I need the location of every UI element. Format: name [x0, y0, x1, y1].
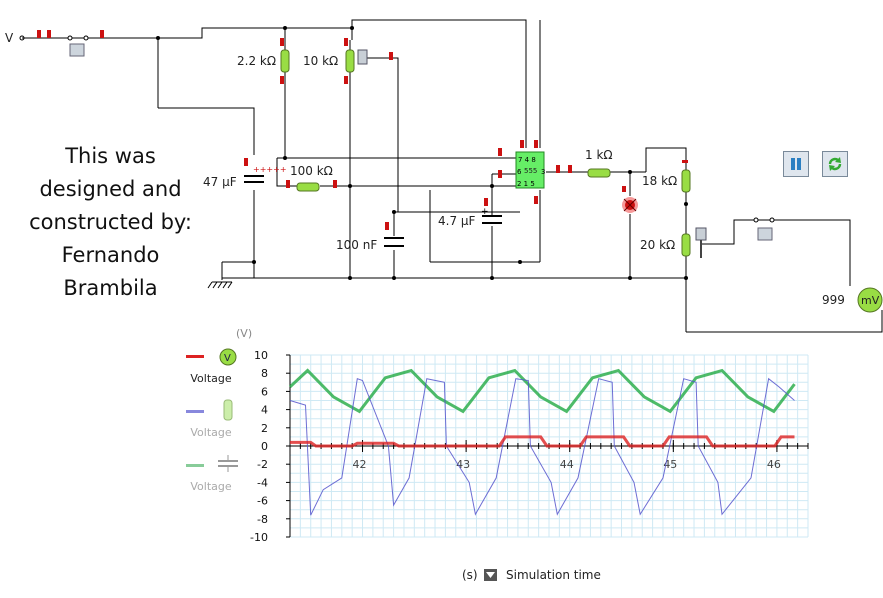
svg-text:3: 3	[541, 168, 545, 176]
led-icon[interactable]	[622, 186, 638, 213]
meter-unit: mV	[861, 294, 880, 307]
credit-line: Brambila	[63, 276, 158, 300]
time-unit: (s)	[462, 568, 478, 582]
series-line-1	[289, 377, 795, 516]
svg-text:2 1 5: 2 1 5	[517, 180, 535, 188]
y-tick-label: 8	[261, 367, 268, 380]
source-label: V	[5, 31, 14, 45]
x-tick-label: 43	[456, 458, 470, 471]
y-tick-label: 10	[254, 349, 268, 362]
legend-label: Voltage	[190, 426, 232, 439]
y-tick-label: -10	[250, 531, 268, 544]
refresh-icon	[828, 157, 842, 171]
x-tick-label: 46	[767, 458, 781, 471]
cap3-label: 4.7 µF	[438, 214, 476, 228]
svg-text:+: +	[481, 207, 489, 217]
credit-line: constructed by:	[29, 210, 192, 234]
cap2-label: 100 nF	[336, 238, 378, 252]
resistor-2k2[interactable]	[280, 38, 290, 84]
resistor-18k[interactable]	[681, 160, 691, 193]
legend-swatch	[186, 410, 204, 413]
y-tick-label: -4	[257, 476, 268, 489]
potentiometer-10k[interactable]	[344, 38, 393, 84]
credit-text: This was designed and constructed by: Fe…	[18, 140, 203, 305]
ic-555[interactable]: 7 4 8 6 3 2 1 5	[498, 140, 545, 204]
meter-value: 999	[822, 293, 845, 307]
potentiometer-20k[interactable]	[681, 227, 707, 258]
cap1-label: 47 µF	[203, 175, 237, 189]
series-line-0	[288, 368, 796, 414]
y-tick-label: 4	[261, 404, 268, 417]
pause-icon	[791, 158, 801, 170]
y-tick-label: -2	[257, 458, 268, 471]
x-tick-label: 45	[663, 458, 677, 471]
svg-text:7 4 8: 7 4 8	[518, 156, 536, 164]
circuit-schematic: +++++ + 7 4 8 6 3 2 1 5	[19, 19, 883, 333]
legend-swatch	[186, 355, 204, 358]
switch-icon[interactable]	[19, 30, 104, 57]
voltmeter-icon[interactable]	[857, 287, 883, 313]
credit-line: This was	[65, 144, 156, 168]
svg-text:6: 6	[517, 168, 522, 176]
time-unit-dropdown[interactable]	[484, 569, 497, 581]
y-tick-label: 0	[261, 440, 268, 453]
wires	[22, 19, 883, 333]
voltmeter-icon[interactable]: V	[218, 347, 238, 367]
legend-label: Voltage	[190, 372, 232, 385]
x-tick-label: 44	[560, 458, 574, 471]
pot1-label: 10 kΩ	[303, 54, 339, 68]
legend-swatch	[186, 464, 204, 467]
ic-label: 555	[524, 167, 538, 175]
pause-button[interactable]	[783, 151, 809, 177]
resistor-icon[interactable]	[222, 399, 234, 421]
r1-label: 2.2 kΩ	[237, 54, 277, 68]
y-tick-label: -6	[257, 495, 268, 508]
resistor-100k[interactable]	[286, 180, 337, 192]
junction-dots	[156, 26, 688, 280]
svg-text:+++++: +++++	[253, 165, 287, 174]
resistor-1k[interactable]	[556, 165, 611, 178]
y-tick-label: 2	[261, 422, 268, 435]
series-line-2	[290, 435, 795, 448]
r4-label: 18 kΩ	[642, 174, 678, 188]
capacitor-47uf[interactable]: +++++	[244, 158, 287, 183]
r3-label: 1 kΩ	[585, 148, 613, 162]
output-switch-icon[interactable]	[753, 217, 775, 241]
x-tick-label: 42	[353, 458, 367, 471]
pot2-label: 20 kΩ	[640, 238, 676, 252]
x-axis-label: Simulation time	[506, 568, 601, 582]
r2-label: 100 kΩ	[290, 164, 333, 178]
credit-line: designed and	[39, 177, 182, 201]
legend-label: Voltage	[190, 480, 232, 493]
capacitor-100nf[interactable]	[384, 222, 404, 247]
chevron-down-icon	[486, 572, 495, 578]
reset-button[interactable]	[822, 151, 848, 177]
ground-icon	[207, 281, 233, 289]
credit-line: Fernando	[61, 243, 160, 267]
svg-text:V: V	[224, 353, 231, 364]
capacitor-4u7[interactable]: +	[481, 198, 502, 224]
capacitor-icon[interactable]	[216, 453, 240, 473]
y-tick-label: 6	[261, 385, 268, 398]
y-tick-label: -8	[257, 513, 268, 526]
